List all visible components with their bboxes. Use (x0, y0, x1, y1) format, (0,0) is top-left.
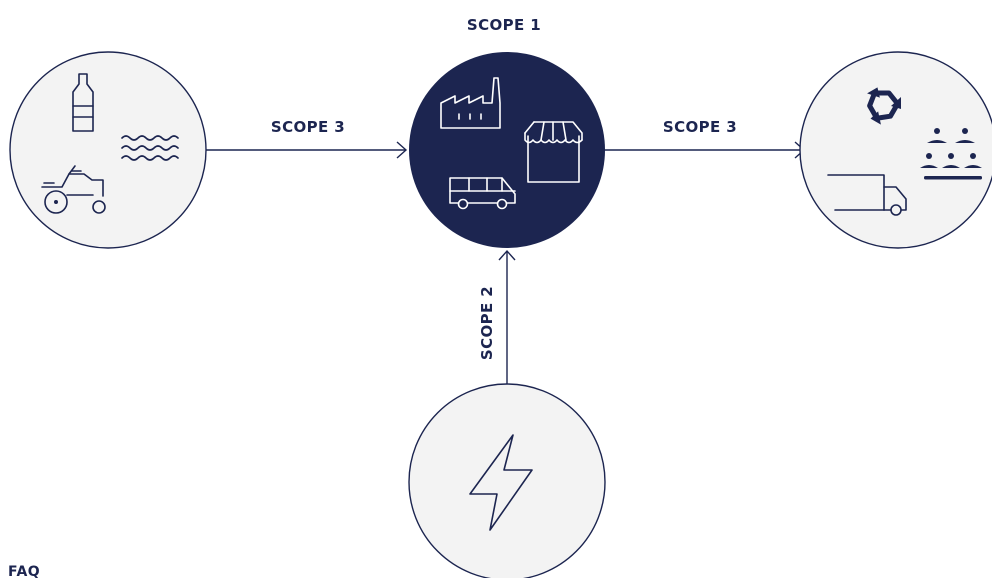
bottle-icon (72, 73, 94, 132)
company-circle (409, 52, 605, 248)
scope-3-upstream-label: SCOPE 3 (271, 118, 345, 136)
truck-icon (827, 174, 907, 216)
people-icon (920, 128, 982, 180)
van-icon (449, 177, 516, 210)
upstream-circle (9, 51, 207, 249)
faq-heading: FAQ (8, 565, 41, 578)
energy-circle (408, 383, 606, 578)
scope-1-label: SCOPE 1 (467, 16, 541, 34)
connector-energy-to-company (498, 249, 516, 384)
tractor-icon (41, 165, 106, 214)
connector-upstream-to-company (206, 141, 408, 159)
scope-2-label: SCOPE 2 (478, 286, 496, 360)
water-waves-icon (121, 135, 179, 161)
connector-company-to-downstream (604, 141, 806, 159)
scope-3-downstream-label: SCOPE 3 (663, 118, 737, 136)
lightning-icon (469, 434, 533, 531)
factory-icon (440, 77, 501, 129)
downstream-circle (799, 51, 992, 249)
store-icon (524, 121, 583, 183)
recycle-icon (867, 87, 901, 125)
